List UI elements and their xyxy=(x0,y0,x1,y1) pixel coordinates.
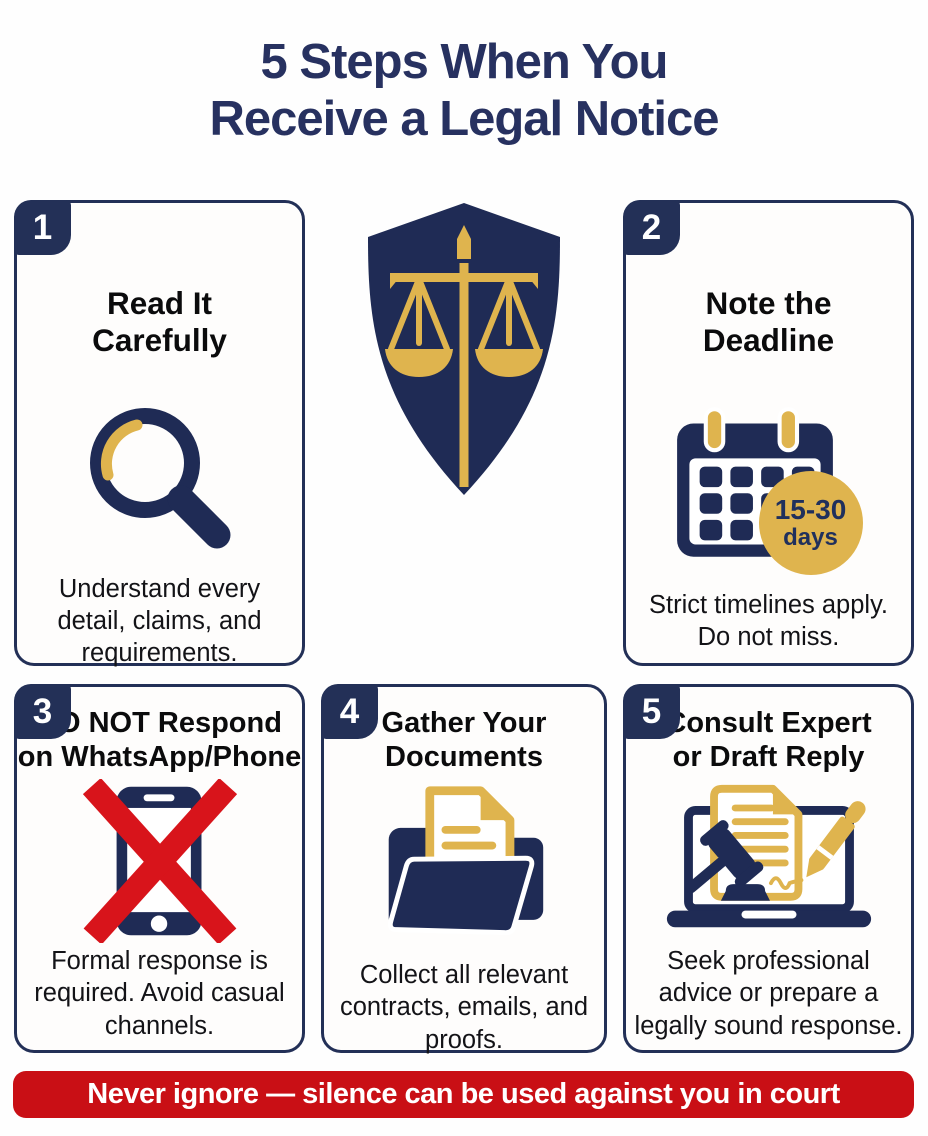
step-number-badge: 2 xyxy=(623,200,680,255)
calendar-icon: 15-30 days xyxy=(671,406,867,587)
page-title-line2: Receive a Legal Notice xyxy=(209,92,719,147)
step-number-badge: 3 xyxy=(14,684,71,739)
step-title: Consult Expert or Draft Reply xyxy=(665,707,872,773)
step-card-3: 3 DO NOT Respond on WhatsApp/Phone Forma… xyxy=(14,684,305,1053)
step-description: Formal response is required. Avoid casua… xyxy=(34,946,285,1040)
warning-banner: Never ignore — silence can be used again… xyxy=(13,1071,914,1118)
step-card-5: 5 Consult Expert or Draft Reply xyxy=(623,684,914,1053)
deadline-badge: 15-30 days xyxy=(758,470,863,575)
warning-banner-text: Never ignore — silence can be used again… xyxy=(87,1078,840,1110)
step-description: Collect all relevant contracts, emails, … xyxy=(339,960,589,1054)
step-card-1: 1 Read It Carefully Understand every det… xyxy=(14,200,305,667)
phone-crossed-icon xyxy=(80,778,240,943)
step-card-2: 2 Note the Deadline 15-3 xyxy=(623,200,914,666)
shield-scales-icon xyxy=(368,203,560,495)
magnifier-icon xyxy=(85,403,235,553)
step-number-badge: 4 xyxy=(321,684,378,739)
laptop-gavel-pen-icon xyxy=(659,781,879,943)
step-description: Understand every detail, claims, and req… xyxy=(57,574,262,668)
step-description: Strict timelines apply. Do not miss. xyxy=(648,590,889,652)
step-title: Note the Deadline xyxy=(702,285,835,358)
page-title: 5 Steps When You Receive a Legal Notice xyxy=(0,34,928,149)
page-title-line1: 5 Steps When You xyxy=(260,35,669,89)
step-title: DO NOT Respond on WhatsApp/Phone xyxy=(17,707,302,773)
step-title: Gather Your Documents xyxy=(381,707,547,773)
step-title: Read It Carefully xyxy=(92,285,227,358)
step-number-badge: 1 xyxy=(14,200,71,255)
step-card-4: 4 Gather Your Documents Collect all rele… xyxy=(321,684,607,1054)
folder-documents-icon xyxy=(371,781,557,957)
step-description: Seek professional advice or prepare a le… xyxy=(634,946,903,1040)
step-number-badge: 5 xyxy=(623,684,680,739)
